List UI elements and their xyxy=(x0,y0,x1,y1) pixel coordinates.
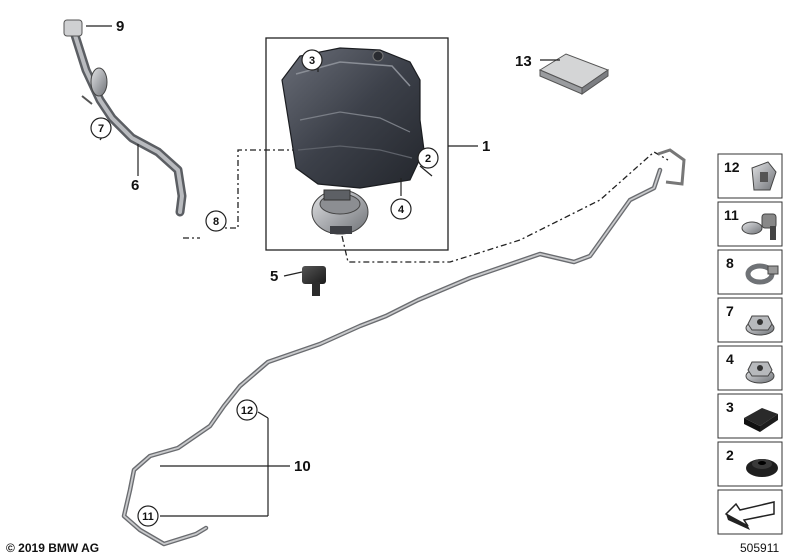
control-unit xyxy=(538,53,610,95)
callout-10: 10 xyxy=(294,458,311,475)
vent-line-main xyxy=(121,148,686,547)
side-label-8: 8 xyxy=(726,255,734,271)
side-label-12: 12 xyxy=(724,159,740,175)
callout-5: 5 xyxy=(270,268,278,285)
callout-circle-2 xyxy=(417,147,439,169)
tank-assembly-box xyxy=(265,37,449,251)
arrow-orientation-icon xyxy=(724,501,775,530)
callout-9: 9 xyxy=(116,18,124,35)
callout-13: 13 xyxy=(515,53,532,70)
bracket-clamp-icon xyxy=(741,213,777,240)
callout-circle-3 xyxy=(301,49,323,71)
side-cell-7 xyxy=(717,297,783,343)
callouts: 9 7 6 8 3 1 2 4 5 13 12 10 11 xyxy=(90,18,532,527)
callout-circle-4 xyxy=(390,198,412,220)
foam-pad-icon xyxy=(744,408,778,432)
hex-nut-icon xyxy=(745,361,775,384)
callout-6: 6 xyxy=(131,177,139,194)
callout-12: 12 xyxy=(241,405,253,417)
pressure-sensor xyxy=(302,266,326,296)
collar-nut-icon xyxy=(745,315,775,336)
side-label-4: 4 xyxy=(726,351,734,367)
callout-3: 3 xyxy=(309,55,315,67)
callout-4: 4 xyxy=(398,204,405,216)
diagram-number: 505911 xyxy=(740,541,780,555)
copyright-text: © 2019 BMW AG xyxy=(6,541,100,555)
grommet-icon xyxy=(746,459,778,477)
callout-2: 2 xyxy=(425,153,431,165)
side-label-2: 2 xyxy=(726,447,734,463)
callout-circle-8 xyxy=(205,210,227,232)
side-label-11: 11 xyxy=(724,207,739,223)
side-label-7: 7 xyxy=(726,303,734,319)
callout-1: 1 xyxy=(482,138,490,155)
callout-11: 11 xyxy=(142,511,154,523)
callout-7: 7 xyxy=(98,123,104,135)
callout-circle-12 xyxy=(236,399,258,421)
callout-8: 8 xyxy=(213,216,219,228)
side-label-3: 3 xyxy=(726,399,734,415)
cable-clip-icon xyxy=(751,161,777,191)
filler-pipe xyxy=(63,19,187,217)
filler-cap xyxy=(63,19,83,37)
vent-line-dashed xyxy=(183,118,301,239)
callout-circle-11 xyxy=(137,505,159,527)
callout-circle-7 xyxy=(90,117,112,139)
active-carbon-canister xyxy=(281,47,425,189)
leak-diagnosis-pump xyxy=(311,189,369,235)
hose-clamp-icon xyxy=(745,263,779,285)
side-parts-panel: 12 11 8 7 4 3 2 xyxy=(717,153,783,535)
